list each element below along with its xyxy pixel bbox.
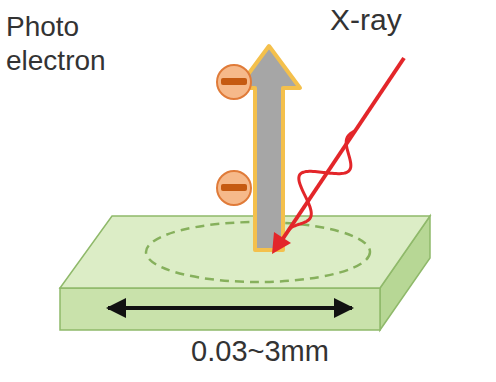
xray-head <box>272 232 291 254</box>
electron <box>217 65 251 99</box>
slab-top <box>60 216 430 288</box>
dimension-arrow <box>108 306 352 310</box>
slab-front <box>60 288 380 330</box>
xray-wave <box>288 131 355 231</box>
electron <box>217 171 251 205</box>
xray-beam <box>282 58 404 240</box>
xray-label: X-ray <box>330 2 460 38</box>
dimension-label: 0.03~3mm <box>130 334 390 369</box>
photoelectron-label: Photo electron <box>6 10 136 77</box>
